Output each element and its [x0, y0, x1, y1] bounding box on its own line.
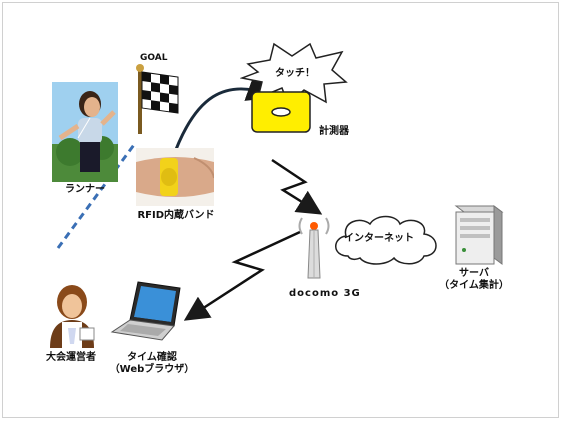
runner-path-dashed-line [56, 141, 138, 249]
time-check-line1: タイム確認 [127, 352, 177, 363]
time-meter-device [251, 91, 311, 133]
antenna-tower-icon [298, 217, 330, 279]
server-icon [454, 205, 504, 265]
diagram-frame [2, 2, 559, 418]
laptop-icon [110, 281, 181, 341]
internet-cloud [335, 215, 437, 265]
rfid-wristband-photo [136, 148, 214, 206]
antenna-to-laptop-signal [183, 230, 301, 321]
goal-label: GOAL [140, 53, 168, 63]
rfid-band-label: RFID内蔵バンド [137, 210, 215, 221]
runner-label: ランナー [65, 184, 105, 195]
touch-burst [240, 42, 348, 106]
meter-to-antenna-signal [271, 158, 323, 215]
band-to-meter-arrow [170, 72, 278, 161]
runner-photo [52, 82, 118, 182]
server-label: サーバ （タイム集計） [432, 268, 516, 292]
docomo-label: docomo 3G [289, 288, 361, 299]
checkered-flag-icon [136, 64, 179, 134]
time-check-line2: （Webブラウザ） [109, 364, 195, 375]
internet-label: インターネット [344, 233, 414, 244]
organizer-person-icon [50, 285, 95, 348]
server-label-line2: （タイム集計） [439, 280, 509, 291]
meter-label: 計測器 [319, 126, 349, 137]
organizer-label: 大会運営者 [46, 352, 96, 363]
server-label-line1: サーバ [459, 268, 489, 279]
touch-label: タッチ！ [275, 68, 315, 79]
time-check-label: タイム確認 （Webブラウザ） [108, 352, 196, 376]
